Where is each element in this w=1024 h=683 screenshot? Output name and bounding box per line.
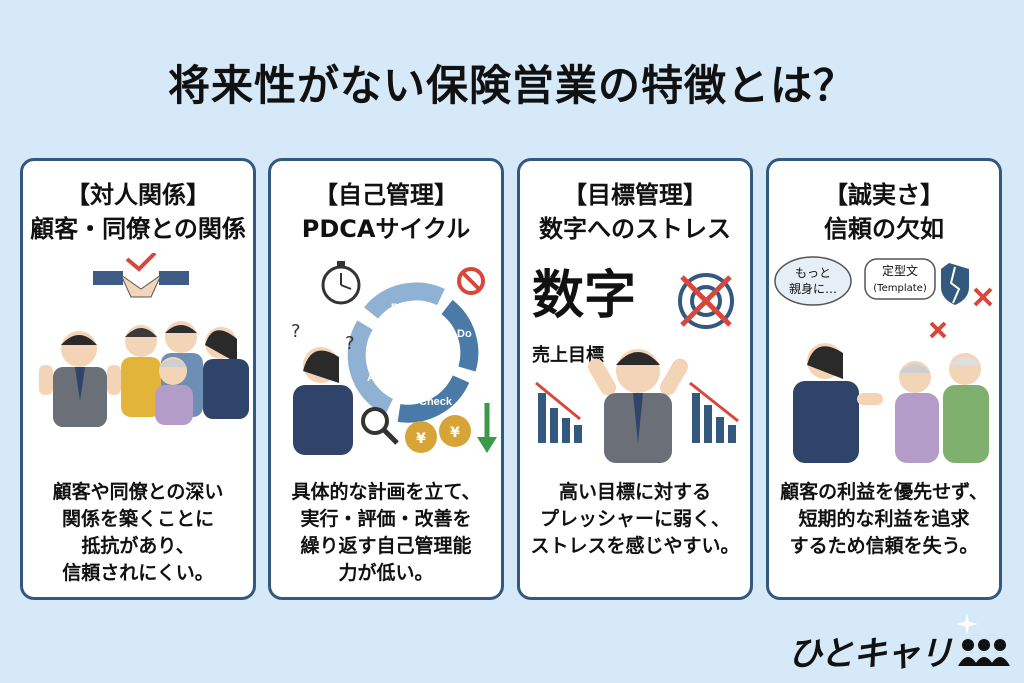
pdca-cycle-icon: Plan Do Check Act — [347, 282, 479, 423]
money-bag-icon: ¥ ¥ — [405, 415, 471, 453]
stressed-man-illustration: 数字 売上目標 — [532, 266, 739, 463]
card-description: 顧客や同僚との深い 関係を築くことに 抵抗があり、 信頼されにくい。 — [52, 481, 224, 584]
svg-text:売上目標: 売上目標 — [532, 344, 604, 366]
svg-text:(Template): (Template) — [873, 283, 927, 294]
svg-text:¥: ¥ — [450, 425, 460, 441]
card-integrity: 【誠実さ】 信頼の欠如 もっと 親身に… 定型文 (Template) — [766, 158, 1002, 600]
card-description: 具体的な計画を立て、 実行・評価・改善を 繰り返す自己管理能 力が低い。 — [291, 481, 481, 584]
svg-text:Do: Do — [457, 328, 472, 340]
card-heading: PDCAサイクル — [301, 215, 471, 243]
card-heading: 数字へのストレス — [539, 215, 731, 243]
card-category: 【自己管理】 — [314, 181, 458, 209]
prohibited-icon — [457, 267, 485, 295]
broken-shield-icon — [941, 263, 969, 305]
question-mark-icon: ? — [345, 333, 355, 354]
svg-text:Act: Act — [367, 372, 385, 384]
declining-chart-icon — [689, 381, 739, 443]
svg-text:¥: ¥ — [416, 431, 426, 447]
svg-text:Check: Check — [419, 396, 453, 408]
card-description: 高い目標に対する プレッシャーに弱く、 ストレスを感じやすい。 — [530, 481, 740, 557]
question-mark-icon: ? — [291, 321, 301, 342]
card-heading: 顧客・同僚との関係 — [30, 215, 246, 243]
brand-logo: ひとキャリ — [788, 626, 1010, 675]
card-category: 【対人関係】 — [66, 181, 210, 209]
rejecting-people-illustration — [39, 253, 249, 427]
card-goal-management: 【目標管理】 数字へのストレス 数字 売上目標 — [517, 158, 753, 600]
svg-text:数字: 数字 — [532, 266, 636, 326]
svg-text:親身に…: 親身に… — [789, 281, 837, 296]
page-title: 将来性がない保険営業の特徴とは？ — [167, 61, 856, 110]
card-description: 顧客の利益を優先せず、 短期的な利益を追求 するため信頼を失う。 — [780, 481, 988, 557]
stopwatch-icon — [321, 261, 361, 305]
handshake-icon — [93, 271, 189, 298]
card-heading: 信頼の欠如 — [824, 215, 944, 243]
brand-logo-text: ひとキャリ — [788, 634, 953, 674]
speech-bubble: 定型文 (Template) — [864, 258, 936, 300]
card-category: 【誠実さ】 — [824, 181, 944, 209]
pdca-illustration: Plan Do Check Act ? ? ¥ ¥ — [291, 261, 497, 455]
svg-text:Plan: Plan — [391, 302, 415, 314]
card-self-management: 【自己管理】 PDCAサイクル Plan Do Check Act ? ? — [268, 158, 504, 600]
people-icon — [958, 638, 1010, 666]
down-arrow-icon — [477, 403, 497, 453]
thought-bubble: もっと 親身に… — [774, 256, 852, 306]
x-icon — [929, 287, 993, 339]
check-icon — [125, 253, 157, 272]
declining-chart-icon — [535, 381, 582, 443]
sparkle-icon — [956, 613, 978, 635]
magnifier-icon — [361, 407, 399, 445]
card-interpersonal: 【対人関係】 顧客・同僚との関係 顧客や同僚との深い 関係を築くことに 抵抗があ… — [20, 158, 256, 600]
crossed-target-icon — [678, 273, 734, 329]
distrust-illustration: もっと 親身に… 定型文 (Template) — [774, 256, 993, 463]
svg-text:もっと: もっと — [795, 266, 831, 280]
svg-text:定型文: 定型文 — [882, 263, 918, 278]
card-category: 【目標管理】 — [563, 181, 707, 209]
